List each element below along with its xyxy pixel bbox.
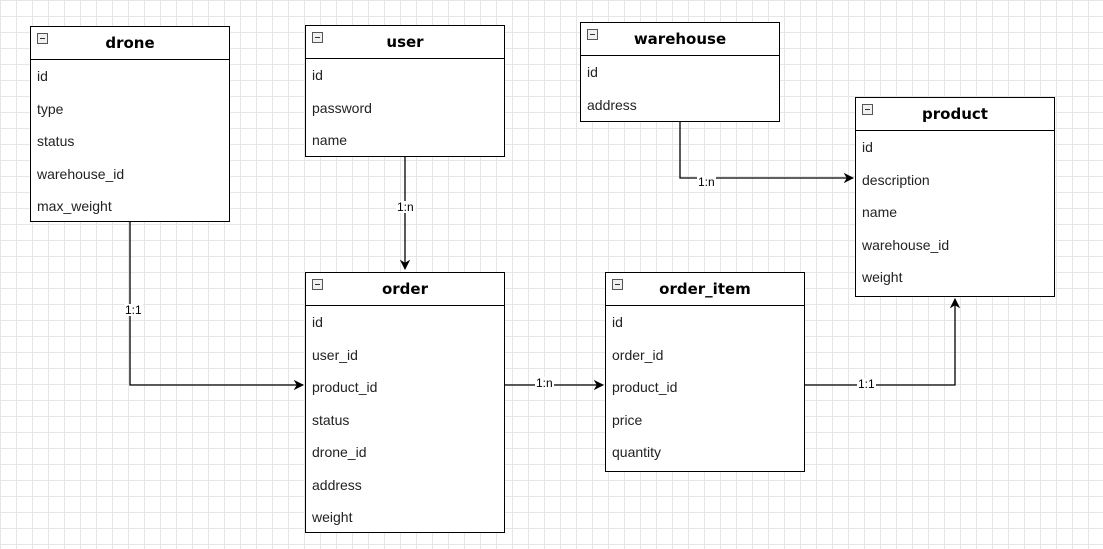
collapse-icon[interactable] (862, 104, 873, 115)
field: password (312, 99, 372, 116)
field: status (312, 411, 350, 428)
entity-title: order (381, 280, 428, 298)
field: id (312, 67, 323, 83)
field: id (862, 139, 873, 155)
field: status (37, 133, 75, 149)
field: id (612, 314, 623, 330)
field: user_id (312, 346, 358, 363)
edge-drone-order[interactable] (129, 222, 305, 391)
field: quantity (612, 444, 662, 460)
collapse-icon[interactable] (312, 32, 323, 43)
entity-header[interactable]: user (306, 26, 504, 59)
field: id (312, 314, 323, 330)
entity-title: warehouse (633, 30, 727, 48)
edge-warehouse-product[interactable] (679, 121, 855, 184)
collapse-icon[interactable] (37, 33, 48, 44)
field: address (587, 96, 637, 113)
field: name (862, 204, 898, 220)
entity-header[interactable]: order (306, 273, 504, 306)
collapse-icon[interactable] (312, 279, 323, 290)
field: product_id (612, 379, 678, 395)
entity-title: product (922, 105, 988, 123)
field: price (612, 411, 643, 428)
field: warehouse_id (862, 236, 950, 253)
edge-label-drone-order: 1:1 (124, 303, 143, 317)
entity-order-item[interactable]: order_item id order_id product_id price … (605, 272, 805, 472)
entity-header[interactable]: product (856, 98, 1054, 131)
entity-title: user (386, 33, 424, 51)
field: description (862, 171, 930, 188)
field: order_id (612, 346, 664, 363)
field: name (312, 132, 348, 148)
edge-label-order-item-product: 1:1 (857, 377, 876, 391)
entity-user[interactable]: user id password name (305, 25, 505, 157)
entity-header[interactable]: drone (31, 27, 229, 60)
edge-label-user-order: 1:n (396, 200, 415, 214)
field: id (587, 64, 598, 80)
field: max_weight (37, 198, 112, 214)
entity-header[interactable]: order_item (606, 273, 804, 306)
entity-warehouse[interactable]: warehouse id address (580, 22, 780, 122)
field: address (312, 476, 362, 493)
entity-title: order_item (659, 280, 751, 298)
field: weight (312, 509, 353, 525)
entity-drone[interactable]: drone id type status warehouse_id max_we… (30, 26, 230, 222)
edge-order-item-product[interactable] (805, 297, 961, 386)
field: product_id (312, 379, 378, 395)
field: drone_id (312, 444, 367, 460)
field: id (37, 68, 48, 84)
field: warehouse_id (37, 165, 125, 182)
edge-label-warehouse-product: 1:n (697, 175, 716, 189)
entity-title: drone (105, 34, 155, 52)
entity-order[interactable]: order id user_id product_id status drone… (305, 272, 505, 533)
field: type (37, 100, 64, 117)
collapse-icon[interactable] (612, 279, 623, 290)
entity-header[interactable]: warehouse (581, 23, 779, 56)
edge-label-order-order-item: 1:n (535, 376, 554, 390)
entity-product[interactable]: product id description name warehouse_id… (855, 97, 1055, 297)
collapse-icon[interactable] (587, 29, 598, 40)
field: weight (862, 269, 903, 285)
